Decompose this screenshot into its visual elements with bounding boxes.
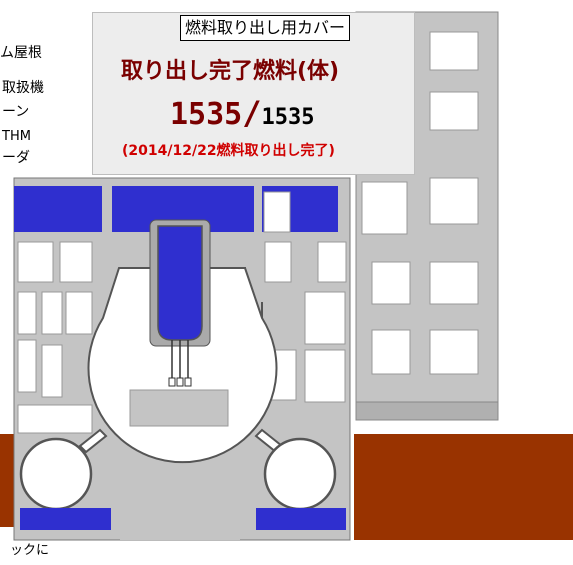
fuel-removed-count: 1535 [170, 97, 243, 132]
suppression-chamber-right [263, 437, 337, 511]
basement-water-left [20, 508, 111, 530]
completion-note: (2014/12/22燃料取り出し完了) [122, 143, 335, 159]
turbine-side-structure [354, 434, 573, 540]
label-loader: ーダ [2, 150, 30, 166]
label-bottom: ックに [10, 543, 50, 558]
fuel-removed-heading: 取り出し完了燃料(体) [121, 59, 340, 84]
basement-center [120, 470, 240, 540]
count-separator: / [242, 94, 262, 132]
pedestal [129, 389, 229, 427]
label-thm: THM [2, 129, 31, 144]
reactor-pressure-vessel [157, 225, 203, 341]
suppression-chamber-left [19, 437, 93, 511]
label-fuel-handling-machine: 取扱機 [2, 80, 44, 96]
fuel-removal-cover-label: 燃料取り出し用カバー [180, 15, 351, 41]
basement-water-right [256, 508, 346, 530]
drive-housings [168, 377, 192, 387]
fuel-total-count: 1535 [261, 105, 315, 130]
label-roof: ム屋根 [0, 45, 42, 61]
adjacent-building-windows [361, 31, 479, 375]
left-side-structure [0, 434, 14, 527]
fuel-count: 1535/1535 [170, 94, 315, 132]
side-rooms [17, 241, 347, 434]
refueling-machine-left [14, 186, 102, 232]
operating-floor-opening [263, 191, 291, 233]
adjacent-building-base [355, 401, 499, 421]
label-crane: ーン [2, 104, 30, 120]
control-rod-drives [171, 340, 189, 378]
